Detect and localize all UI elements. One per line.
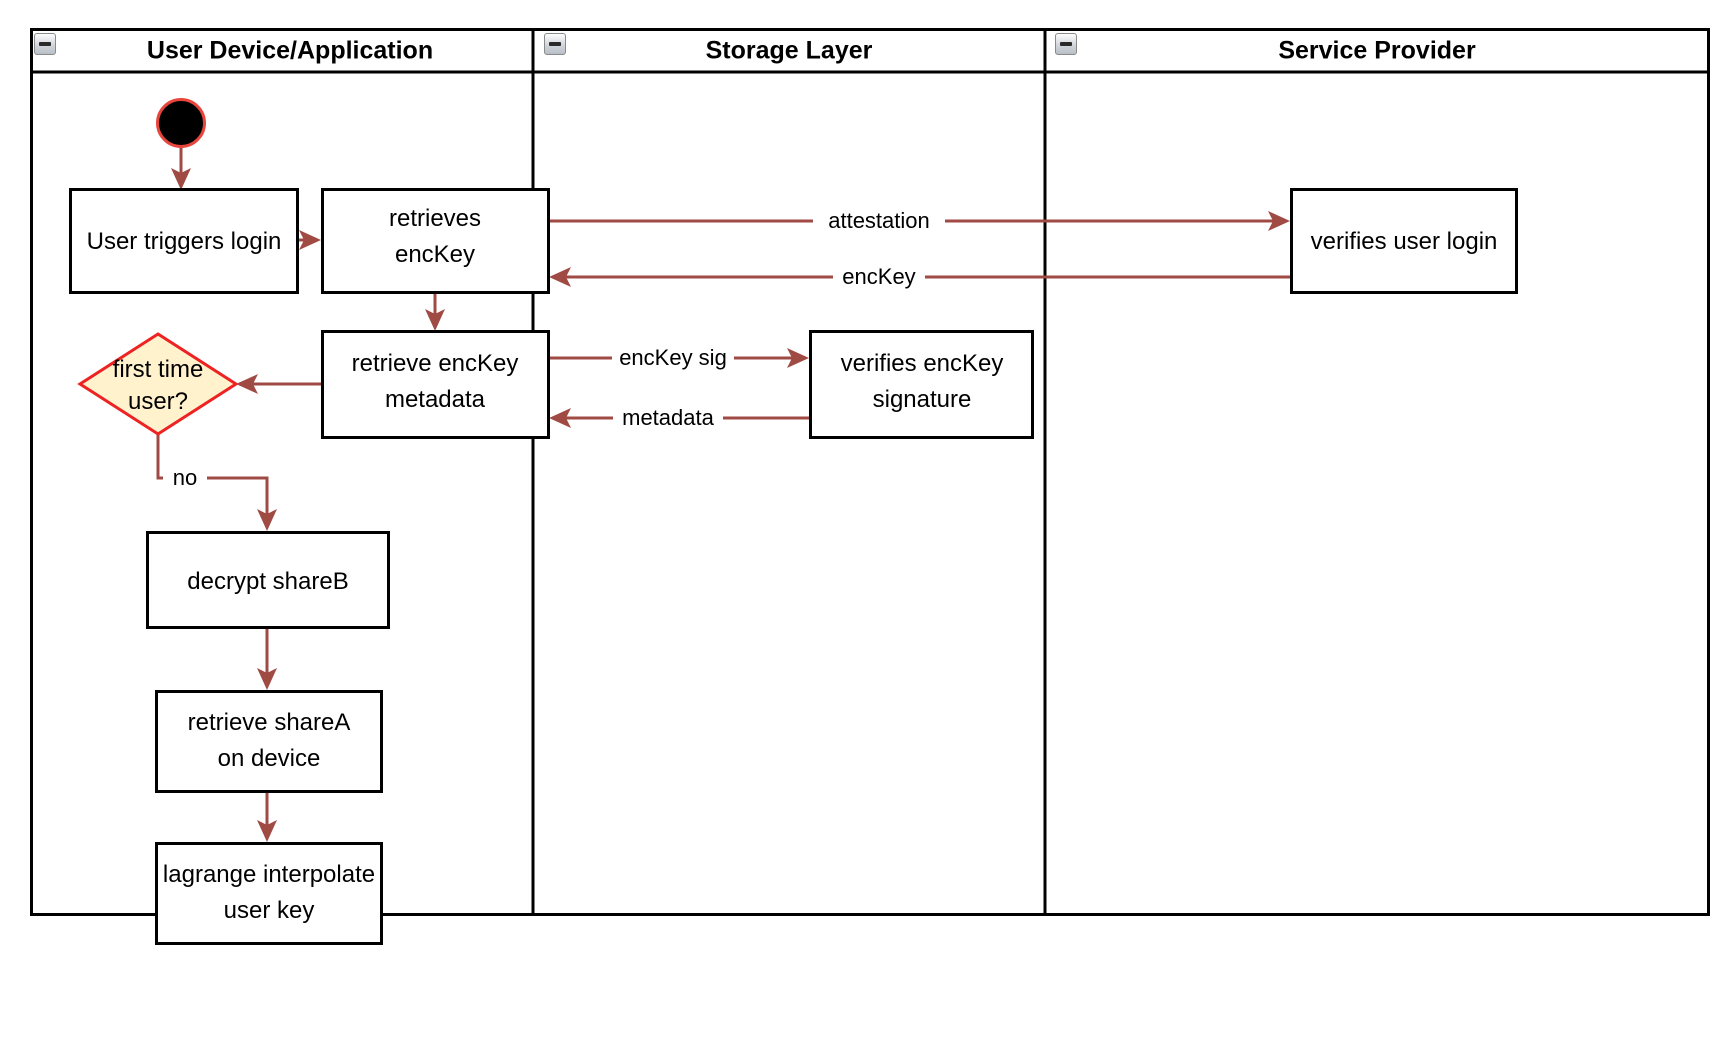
node-first-time-user-label-line1: first time bbox=[113, 356, 204, 383]
edges-layer: attestation encKey encKey sig bbox=[156, 147, 1290, 842]
node-retrieve-sharea-label-line1: retrieve shareA bbox=[188, 709, 351, 736]
collapse-minus-icon-user-device[interactable] bbox=[34, 33, 56, 55]
lanes-layer: User Device/Application Storage Layer Se… bbox=[30, 28, 1710, 916]
node-user-triggers-login[interactable]: User triggers login bbox=[69, 188, 299, 294]
node-verifies-enckey-signature-label-line1: verifies encKey bbox=[841, 350, 1004, 377]
edge-label-enckey-sig: encKey sig bbox=[619, 345, 727, 370]
node-retrieves-enckey-label-line2: encKey bbox=[395, 241, 475, 268]
edge-metadata-to-decision bbox=[236, 374, 321, 394]
lane-title-service-provider: Service Provider bbox=[1278, 37, 1476, 65]
edge-label-bg-enckey bbox=[833, 265, 925, 290]
node-retrieve-enckey-metadata[interactable]: retrieve encKey metadata bbox=[321, 330, 550, 439]
node-retrieve-sharea-label-line2: on device bbox=[218, 745, 321, 772]
diagram-frame bbox=[30, 28, 1710, 916]
edge-label-no: no bbox=[173, 465, 197, 490]
edge-decrypt-to-sharea bbox=[257, 628, 277, 690]
edge-verifies-login-to-retrieves: encKey bbox=[549, 264, 1290, 290]
node-decrypt-shareb[interactable]: decrypt shareB bbox=[146, 531, 390, 629]
edge-label-metadata: metadata bbox=[622, 405, 714, 430]
edge-verifies-sig-to-metadata: metadata bbox=[549, 405, 809, 431]
edge-decision-no-to-decrypt: no bbox=[156, 434, 277, 531]
node-lagrange-interpolate-user-key[interactable]: lagrange interpolate user key bbox=[155, 842, 383, 945]
start-node[interactable] bbox=[156, 98, 206, 148]
node-lagrange-label-line1: lagrange interpolate bbox=[163, 861, 375, 888]
node-retrieve-enckey-metadata-label-line1: retrieve encKey bbox=[352, 350, 519, 377]
edge-retrieves-to-metadata bbox=[425, 293, 445, 331]
node-decrypt-shareb-label: decrypt shareB bbox=[187, 568, 348, 595]
edge-label-bg-no bbox=[163, 466, 207, 491]
node-first-time-user-label-line2: user? bbox=[128, 388, 188, 415]
nodes-layer: User triggers login retrieves encKey fir… bbox=[69, 98, 1518, 945]
node-retrieves-enckey-label-line1: retrieves bbox=[389, 205, 481, 232]
lane-title-storage: Storage Layer bbox=[706, 37, 873, 65]
lane-title-user-device: User Device/Application bbox=[147, 37, 433, 65]
edge-label-bg-metadata bbox=[613, 406, 723, 431]
node-first-time-user[interactable]: first time user? bbox=[77, 332, 239, 436]
node-retrieve-sharea-on-device[interactable]: retrieve shareA on device bbox=[155, 690, 383, 793]
edge-label-attestation: attestation bbox=[828, 208, 930, 233]
node-user-triggers-login-label: User triggers login bbox=[87, 228, 282, 255]
node-verifies-user-login[interactable]: verifies user login bbox=[1290, 188, 1518, 294]
minus-bar bbox=[1060, 42, 1072, 46]
edge-retrieves-to-verifies-login: attestation bbox=[549, 208, 1290, 234]
edge-login-to-retrieves bbox=[298, 230, 321, 250]
minus-bar bbox=[39, 42, 51, 46]
edge-label-bg-enckey-sig bbox=[612, 346, 734, 371]
edge-label-enckey: encKey bbox=[842, 264, 915, 289]
edge-label-bg-attestation bbox=[813, 209, 945, 234]
edge-start-to-login bbox=[171, 147, 191, 190]
node-verifies-enckey-signature[interactable]: verifies encKey signature bbox=[809, 330, 1034, 439]
node-lagrange-label-line2: user key bbox=[224, 897, 315, 924]
node-retrieve-enckey-metadata-label-line2: metadata bbox=[385, 386, 486, 413]
edge-metadata-to-verifies-sig: encKey sig bbox=[549, 345, 809, 371]
collapse-minus-icon-storage[interactable] bbox=[544, 33, 566, 55]
node-verifies-user-login-label: verifies user login bbox=[1311, 228, 1498, 255]
edge-sharea-to-lagrange bbox=[257, 792, 277, 842]
collapse-minus-icon-service-provider[interactable] bbox=[1055, 33, 1077, 55]
node-verifies-enckey-signature-label-line2: signature bbox=[873, 386, 972, 413]
node-retrieves-enckey[interactable]: retrieves encKey bbox=[321, 188, 550, 294]
minus-bar bbox=[549, 42, 561, 46]
